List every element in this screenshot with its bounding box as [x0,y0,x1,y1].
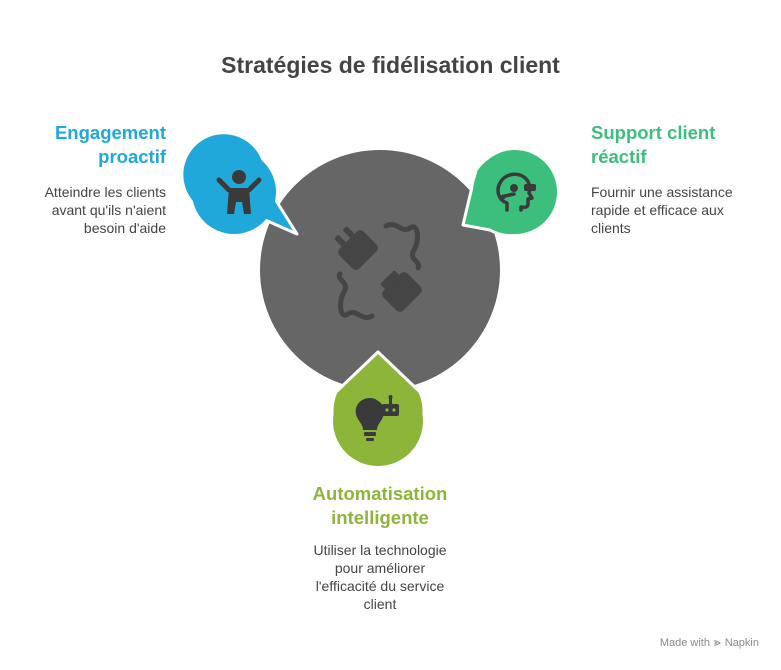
person-waving-icon [216,170,262,214]
description-reactive-support: Fournir une assistance rapide et efficac… [591,184,733,236]
footer-text: Made with [659,636,710,649]
made-with-napkin-footer[interactable]: Made with ⪢ Napkin [660,635,759,650]
description-smart-automation: Utiliser la technologie pour améliorer l… [313,542,447,612]
headset-head-icon [496,172,536,212]
footer-brand: Napkin [724,636,759,649]
napkin-logo-icon: ⪢ [713,635,721,649]
heading-reactive-support: Support client réactif [591,122,716,167]
plug-connection-icon [334,222,422,320]
heading-smart-automation: Automatisation intelligente [312,483,448,528]
description-proactive-engagement: Atteindre les clients avant qu'ils n'aie… [44,184,166,236]
lightbulb-robot-icon [355,395,399,441]
heading-proactive-engagement: Engagement proactif [54,122,166,167]
central-circle [260,150,500,390]
page-title: Stratégies de fidélisation client [221,52,560,78]
